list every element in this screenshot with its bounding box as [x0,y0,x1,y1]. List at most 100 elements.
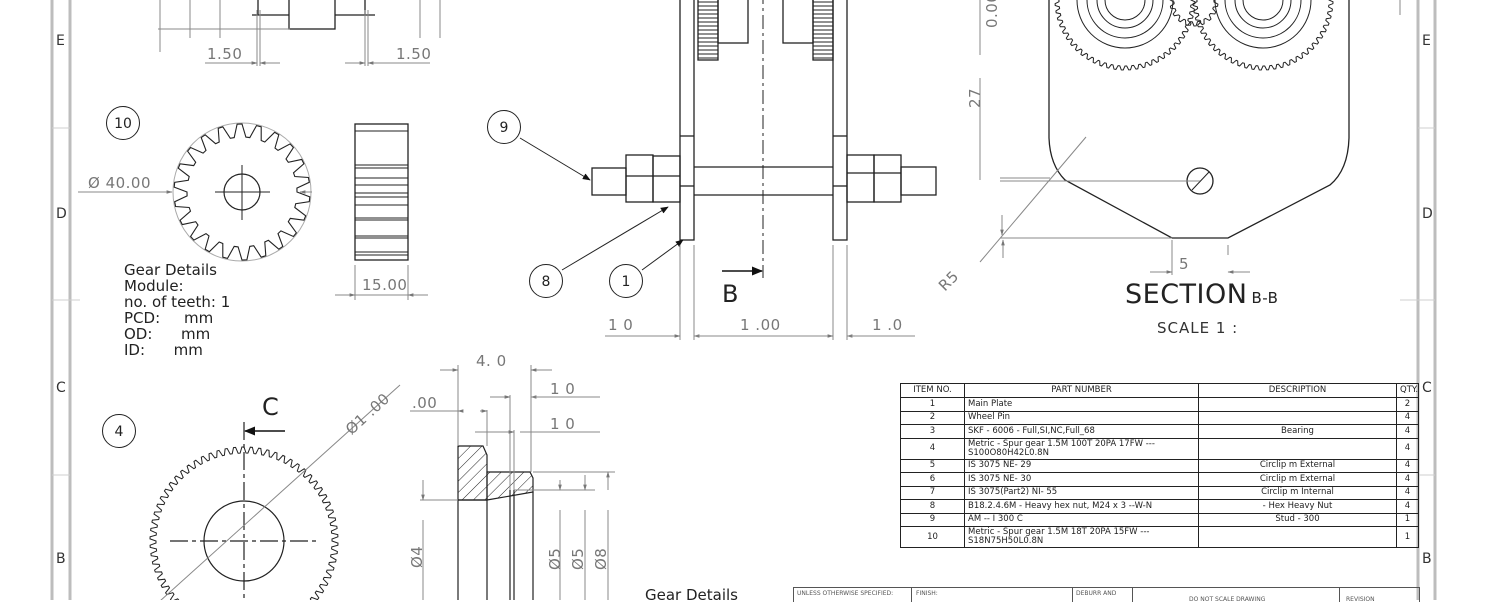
bom-item: 8 [900,499,965,514]
gear-details-pcd: PCD: mm [124,309,214,327]
bom-desc: Circlip m External [1198,472,1397,487]
zone-label-right-d: D [1422,206,1433,222]
gear-10-side-view [354,123,409,261]
gear-4-details-title: Gear Details [645,586,738,604]
bom-desc: Stud - 300 [1198,512,1397,527]
bom-part: Wheel Pin [964,410,1199,425]
balloon-item-4: 4 [102,414,136,448]
bom-qty: 4 [1396,437,1419,460]
balloon-item-8: 8 [529,264,563,298]
bom-qty: 4 [1396,458,1419,473]
bom-qty: 1 [1396,512,1419,527]
bom-header-item: ITEM NO. [900,383,965,398]
gear-details-id: ID: mm [124,341,203,359]
dim-section-height-mid: 27 [966,87,984,108]
dim-hub-d3: Ø8 [592,547,610,570]
bom-qty: 4 [1396,410,1419,425]
bom-header-part: PART NUMBER [964,383,1199,398]
bom-qty: 1 [1396,526,1419,548]
title-block-finish: FINISH: [916,590,938,597]
dim-hub-d2: Ø5 [569,547,587,570]
bom-desc: Circlip m External [1198,458,1397,473]
dim-hub-step-a: .00 [412,394,438,412]
balloon-item-1: 1 [609,264,643,298]
balloon-item-10: 10 [106,106,140,140]
section-title-text: SECTION [1125,279,1248,310]
dim-hub-d1: Ø5 [546,547,564,570]
bom-desc: Circlip m Internal [1198,485,1397,500]
dim-gear10-od: Ø 40.00 [88,174,152,192]
zone-label-right-c: C [1422,380,1432,396]
bom-desc: Bearing [1198,424,1397,439]
dim-hub-bore: Ø4 [408,545,426,568]
gear-details-title: Gear Details [124,261,217,279]
bom-qty: 4 [1396,472,1419,487]
title-block-deburr: DEBURR AND [1076,590,1117,597]
dim-section-bottom: 5 [1179,255,1190,273]
assembly-view [591,0,937,241]
balloon-item-9: 9 [487,110,521,144]
section-bb-view [1048,0,1350,239]
zone-label-left-c: C [56,380,66,396]
bom-item: 5 [900,458,965,473]
bom-item: 6 [900,472,965,487]
dim-section-height-top: 0.00 [983,0,1001,28]
dim-assembly-right: 1 .0 [872,316,903,334]
zone-label-right-e: E [1422,33,1431,49]
bom-item: 1 [900,397,965,412]
zone-label-left-d: D [56,206,67,222]
zone-label-left-b: B [56,551,66,567]
bom-desc [1198,526,1397,548]
section-marker-b: B [722,280,739,308]
section-marker-c: C [262,393,279,421]
bom-item: 2 [900,410,965,425]
gear-details-module: Module: [124,277,184,295]
bom-qty: 4 [1396,485,1419,500]
bom-part: Metric - Spur gear 1.5M 18T 20PA 15FW --… [964,526,1199,548]
bom-header-row: ITEM NO. PART NUMBER DESCRIPTION QTY. [900,383,1419,398]
bom-item: 10 [900,526,965,548]
gear-10-front-view [78,122,312,262]
bom-item: 9 [900,512,965,527]
bom-part: Metric - Spur gear 1.5M 100T 20PA 17FW -… [964,437,1199,460]
bom-row: 4 Metric - Spur gear 1.5M 100T 20PA 17FW … [900,437,1419,460]
section-bb-scale: SCALE 1 : [1157,319,1239,337]
bom-desc: - Hex Heavy Nut [1198,499,1397,514]
dim-pin-right-width: 1.50 [396,45,432,63]
bom-part: IS 3075(Part2) NI- 55 [964,485,1199,500]
bom-part: SKF - 6006 - Full,SI,NC,Full_68 [964,424,1199,439]
bom-qty: 4 [1396,499,1419,514]
dim-hub-step-b: 1 0 [550,380,576,398]
gear-details-teeth: no. of teeth: 1 [124,293,231,311]
bom-desc [1198,397,1397,412]
bom-part: Main Plate [964,397,1199,412]
bom-desc [1198,437,1397,460]
bom-header-description: DESCRIPTION [1198,383,1397,398]
bom-part: B18.2.4.6M - Heavy hex nut, M24 x 3 --W-… [964,499,1199,514]
title-block-unless: UNLESS OTHERWISE SPECIFIED: [797,590,894,597]
zone-label-left-e: E [56,33,65,49]
bom-qty: 4 [1396,424,1419,439]
gear-4-front-view [149,384,401,600]
bom-qty: 2 [1396,397,1419,412]
bom-desc [1198,410,1397,425]
gear-4-hub-section [457,445,534,600]
pin-view [252,0,375,30]
bom-part: IS 3075 NE- 30 [964,472,1199,487]
dim-assembly-middle: 1 .00 [740,316,781,334]
zone-label-right-b: B [1422,551,1432,567]
bom-part: AM -- I 300 C [964,512,1199,527]
dim-assembly-left: 1 0 [608,316,634,334]
